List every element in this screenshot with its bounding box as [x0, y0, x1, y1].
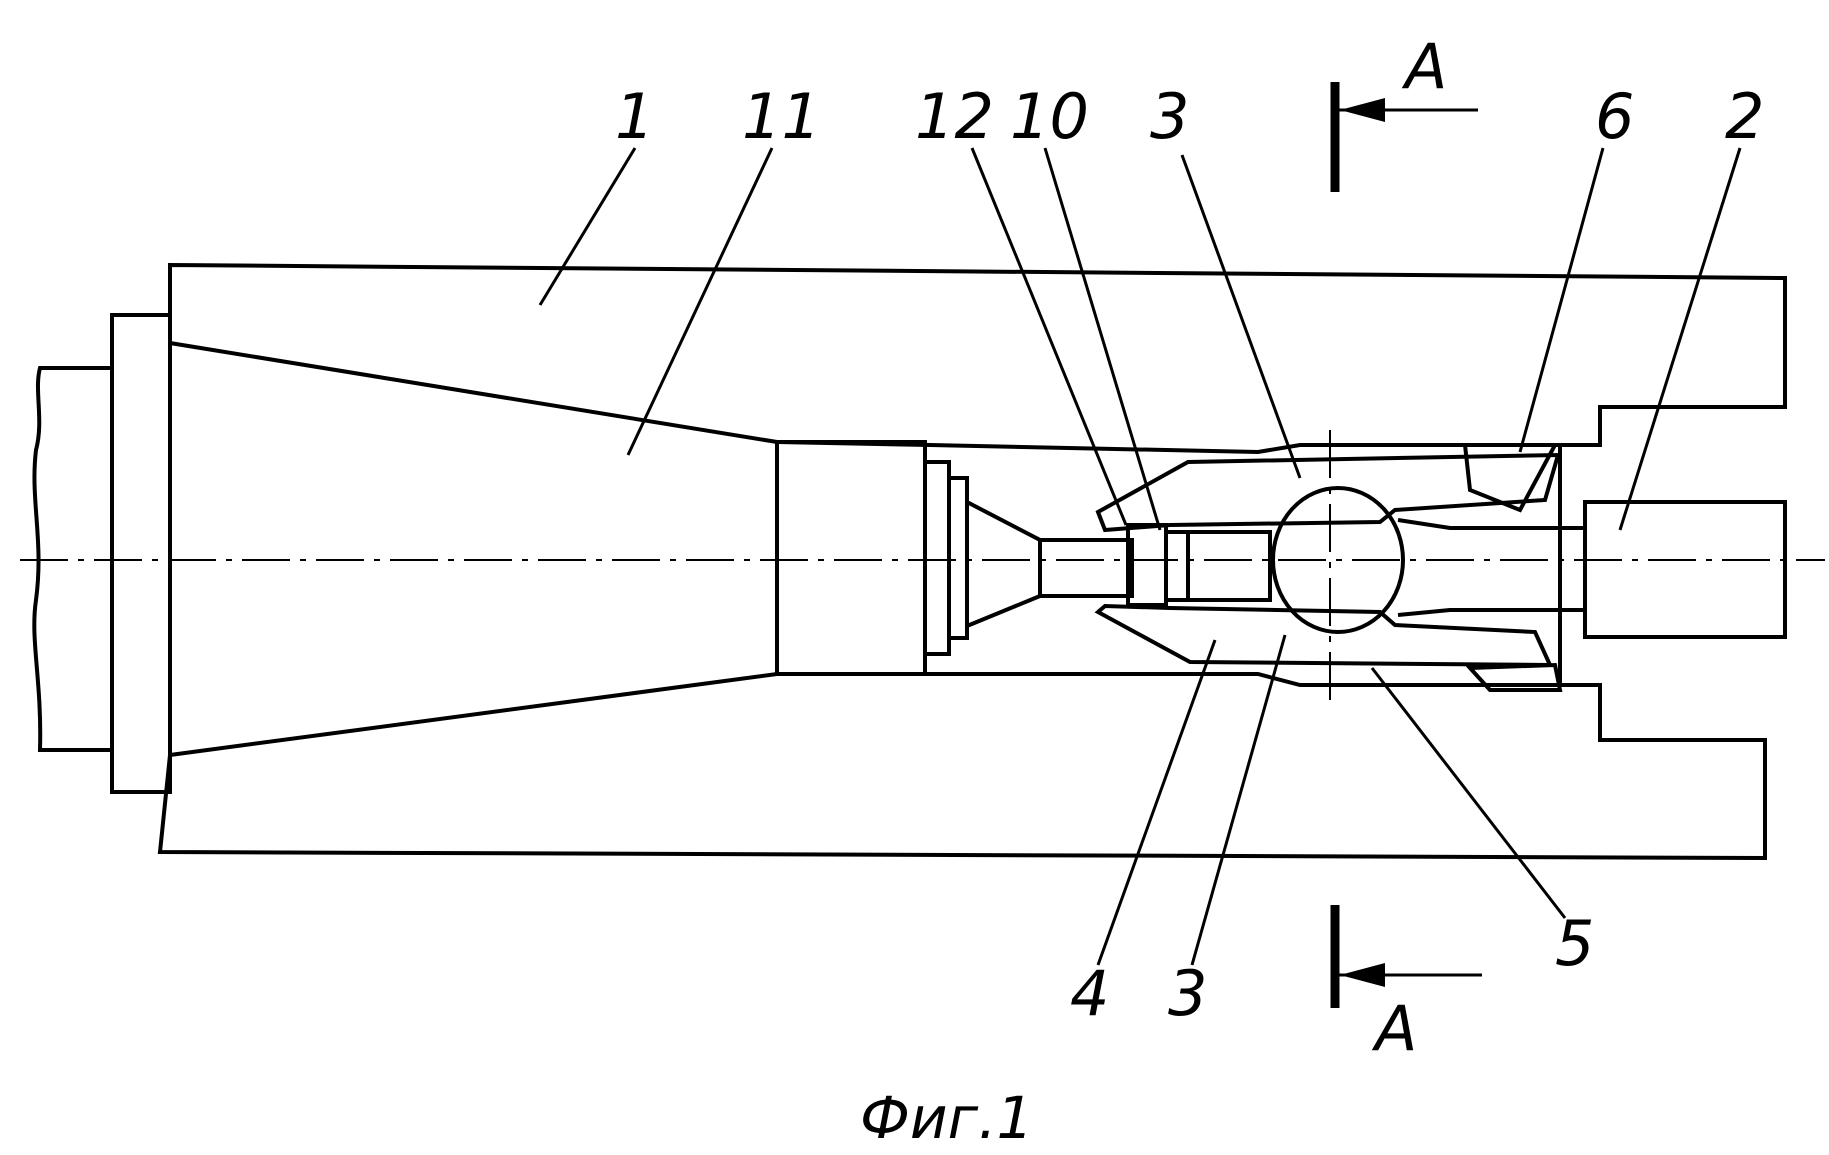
part-2-block	[1583, 500, 1787, 639]
nozzle	[923, 460, 1134, 656]
callout-12: 12	[915, 80, 994, 153]
callout-1: 1	[615, 80, 654, 153]
chamber-right	[1558, 405, 1785, 742]
callout-6: 6	[1595, 80, 1634, 153]
leader-lines	[538, 147, 1742, 966]
nozzle-neck	[1038, 538, 1134, 598]
left-shaft	[32, 313, 172, 794]
callout-5: 5	[1555, 907, 1594, 980]
callout-2: 2	[1725, 80, 1764, 153]
plug-10-c	[1186, 530, 1272, 602]
sleeve-upper	[1095, 452, 1561, 533]
stem-right	[1397, 518, 1587, 617]
nozzle-ring-outer	[923, 460, 951, 656]
cavity-11	[775, 440, 927, 676]
body-lower-wall	[157, 672, 1767, 861]
section-label-bottom: A	[1371, 992, 1417, 1065]
shaft-stub	[32, 366, 114, 752]
section-marker-bottom: A	[1330, 905, 1482, 1065]
nozzle-ring-inner	[947, 476, 969, 640]
ring-6	[1462, 443, 1559, 513]
body-part-1	[157, 262, 1787, 861]
body-upper-wall	[168, 262, 1787, 455]
ball-3	[1271, 486, 1405, 634]
figure-caption: Фиг.1	[860, 1084, 1033, 1152]
callout-3-top: 3	[1150, 80, 1189, 153]
plug-10	[1126, 523, 1272, 607]
cavity-step-block	[775, 440, 927, 676]
callout-11: 11	[742, 80, 821, 153]
callout-3-bottom: 3	[1168, 957, 1207, 1030]
section-label-top: A	[1401, 30, 1447, 103]
ring-5	[1465, 662, 1563, 692]
flange	[110, 313, 172, 794]
sleeve-lower	[1094, 603, 1554, 668]
plug-10-b	[1164, 530, 1190, 602]
nozzle-cone	[965, 498, 1042, 629]
callout-labels: 1 11 12 10 3 6 2 4 3 5	[615, 80, 1764, 1030]
stem-rod	[1397, 405, 1787, 742]
callout-4: 4	[1070, 957, 1109, 1030]
section-marker-top: A	[1330, 30, 1478, 192]
seal-rings	[1462, 443, 1563, 692]
callout-10: 10	[1010, 80, 1089, 153]
